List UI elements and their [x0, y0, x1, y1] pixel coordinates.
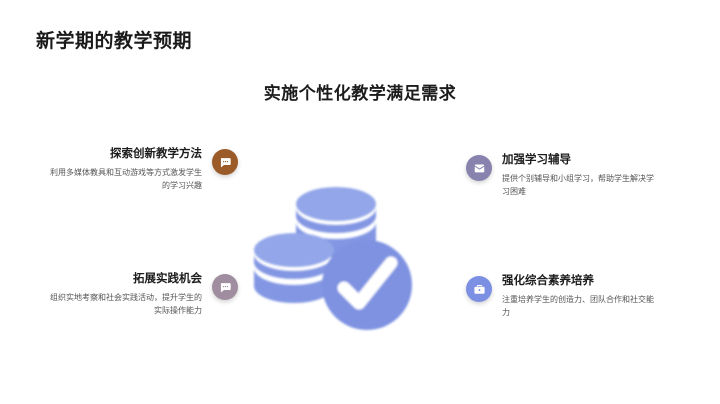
- feature-description: 提供个别辅导和小组学习，帮助学生解决学习困难: [502, 173, 654, 197]
- coin-stacks-with-checkmark-illustration: [248, 172, 438, 347]
- feature-description: 利用多媒体教具和互动游戏等方式激发学生的学习兴趣: [50, 167, 202, 191]
- briefcase-icon: [466, 276, 492, 302]
- feature-title: 探索创新教学方法: [110, 148, 202, 160]
- page-title: 新学期的教学预期: [36, 31, 193, 52]
- feature-description: 注重培养学生的创造力、团队合作和社交能力: [502, 294, 654, 318]
- feature-text-block: 探索创新教学方法 利用多媒体教具和互动游戏等方式激发学生的学习兴趣: [48, 147, 202, 192]
- feature-title: 拓展实践机会: [133, 273, 202, 285]
- feature-item-bottom-left[interactable]: 拓展实践机会 组织实地考察和社会实践活动，提升学生的实际操作能力: [48, 272, 238, 317]
- feature-title: 加强学习辅导: [502, 154, 571, 166]
- feature-description: 组织实地考察和社会实践活动，提升学生的实际操作能力: [50, 292, 202, 316]
- speech-bubble-icon: [212, 149, 238, 175]
- feature-item-bottom-right[interactable]: 强化综合素养培养 注重培养学生的创造力、团队合作和社交能力: [466, 274, 656, 319]
- feature-item-top-left[interactable]: 探索创新教学方法 利用多媒体教具和互动游戏等方式激发学生的学习兴趣: [48, 147, 238, 192]
- feature-item-top-right[interactable]: 加强学习辅导 提供个别辅导和小组学习，帮助学生解决学习困难: [466, 153, 656, 198]
- feature-text-block: 强化综合素养培养 注重培养学生的创造力、团队合作和社交能力: [502, 274, 656, 319]
- speech-bubble-icon: [212, 274, 238, 300]
- slide-subtitle: 实施个性化教学满足需求: [263, 84, 457, 103]
- feature-text-block: 加强学习辅导 提供个别辅导和小组学习，帮助学生解决学习困难: [502, 153, 656, 198]
- feature-text-block: 拓展实践机会 组织实地考察和社会实践活动，提升学生的实际操作能力: [48, 272, 202, 317]
- envelope-icon: [466, 155, 492, 181]
- feature-title: 强化综合素养培养: [502, 275, 594, 287]
